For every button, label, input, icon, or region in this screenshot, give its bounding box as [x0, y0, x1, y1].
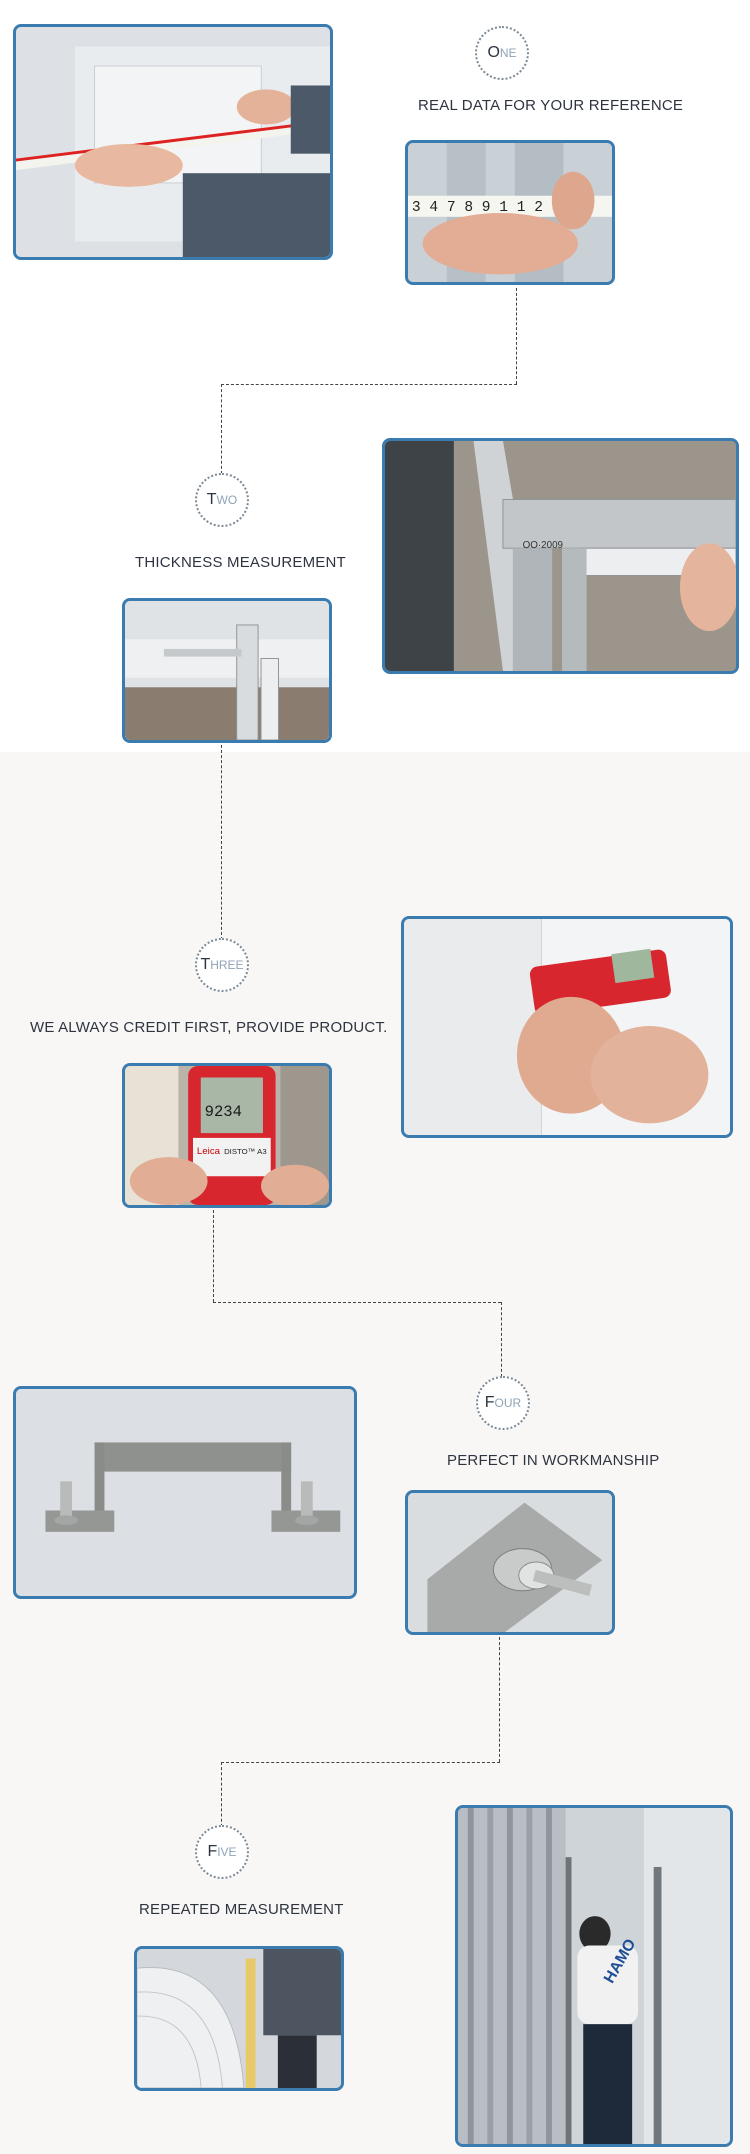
photo-bolt-closeup — [405, 1490, 615, 1635]
connector-line — [221, 745, 222, 940]
badge-one-first-letter: O — [487, 44, 500, 61]
connector-line — [516, 288, 517, 384]
badge-four: FOUR — [476, 1376, 530, 1430]
photo-tape-measure-door — [13, 24, 333, 260]
badge-three: THREE — [195, 938, 249, 992]
badge-three-rest: HREE — [210, 958, 244, 972]
photo-metal-bracket — [13, 1386, 357, 1599]
badge-two: TWO — [195, 473, 249, 527]
photo-caliper-panel-edge: QQ·2009 — [382, 438, 739, 674]
connector-line — [221, 384, 222, 474]
badge-five-first-letter: F — [207, 1843, 218, 1860]
connector-line — [501, 1302, 502, 1377]
photo-worker-panels: HAMO — [455, 1805, 733, 2147]
badge-three-first-letter: T — [200, 956, 211, 973]
ruler-digits: 3 4 7 8 9 1 1 2 3 4 — [412, 200, 578, 216]
connector-line — [221, 1762, 500, 1763]
caption-three: WE ALWAYS CREDIT FIRST, PROVIDE PRODUCT. — [30, 1019, 388, 1036]
caption-one: REAL DATA FOR YOUR REFERENCE — [418, 97, 684, 114]
badge-two-first-letter: T — [206, 491, 217, 508]
connector-line — [499, 1637, 500, 1762]
caliper-brand: QQ·2009 — [523, 540, 563, 551]
badge-one: ONE — [475, 26, 529, 80]
badge-five: FIVE — [195, 1825, 249, 1879]
connector-line — [213, 1210, 214, 1302]
connector-line — [213, 1302, 501, 1303]
caption-two: THICKNESS MEASUREMENT — [135, 554, 346, 571]
connector-line — [221, 384, 517, 385]
photo-tape-panel-corner — [134, 1946, 344, 2091]
photo-caliper-vertical — [122, 598, 332, 743]
photo-ruler-closeup: 3 4 7 8 9 1 1 2 3 4 — [405, 140, 615, 285]
caption-four: PERFECT IN WORKMANSHIP — [447, 1452, 660, 1469]
photo-laser-meter-wall — [401, 916, 733, 1138]
photo-laser-meter-reading: 9234 Leica DISTO™ A3 — [122, 1063, 332, 1208]
caption-five: REPEATED MEASUREMENT — [139, 1901, 344, 1918]
connector-line — [221, 1762, 222, 1832]
meter-reading: 9234 — [205, 1103, 242, 1121]
badge-five-rest: IVE — [217, 1845, 237, 1859]
badge-one-rest: NE — [499, 46, 517, 60]
meter-model: DISTO™ A3 — [224, 1147, 267, 1156]
badge-two-rest: WO — [216, 493, 238, 507]
badge-four-rest: OUR — [494, 1396, 522, 1410]
meter-brand: Leica — [197, 1146, 221, 1157]
badge-four-first-letter: F — [484, 1394, 495, 1411]
